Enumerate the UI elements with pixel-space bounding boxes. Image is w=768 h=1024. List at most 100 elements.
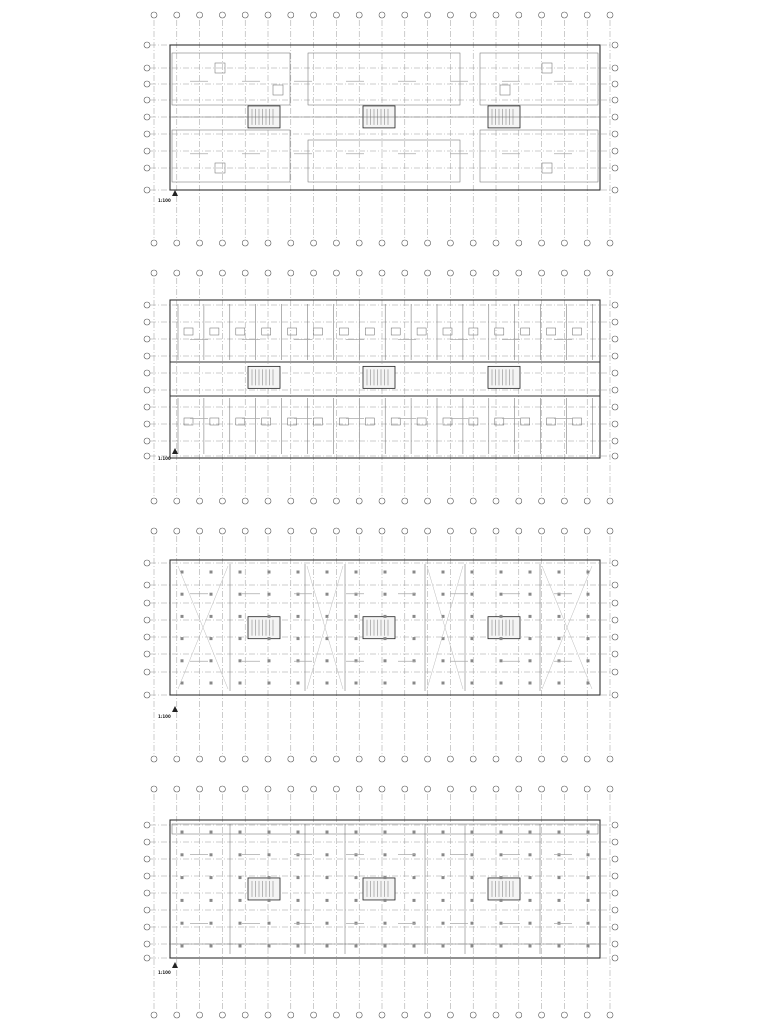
vertical-core <box>247 616 281 640</box>
vertical-core <box>362 616 396 640</box>
structural-column <box>470 637 474 641</box>
bathroom-block <box>209 327 220 336</box>
bathroom-block <box>365 327 375 336</box>
grid-bubble <box>606 11 614 19</box>
structural-column <box>383 830 387 834</box>
grid-bubble <box>143 64 151 72</box>
structural-column <box>238 681 242 685</box>
structural-column <box>528 898 532 902</box>
bathroom-block <box>494 417 505 426</box>
structural-column <box>412 570 416 574</box>
grid-bubble <box>492 269 500 277</box>
grid-bubble <box>469 785 477 793</box>
grid-bubble <box>310 527 317 535</box>
structural-column <box>383 637 387 641</box>
structural-column <box>586 921 590 925</box>
grid-bubble <box>611 821 619 829</box>
structural-column <box>441 921 445 925</box>
grid-bubble <box>150 497 158 505</box>
structural-column <box>238 614 242 618</box>
structural-column <box>209 898 213 902</box>
structural-column <box>180 898 184 902</box>
grid-bubble <box>241 497 249 505</box>
structural-column <box>209 614 213 618</box>
grid-bubble <box>538 527 545 535</box>
bathroom-block <box>572 417 582 426</box>
bathroom-block <box>261 417 271 426</box>
structural-column <box>238 570 242 574</box>
grid-bubble <box>143 923 151 931</box>
structural-column <box>528 830 532 834</box>
grid-bubble <box>287 497 295 505</box>
structural-column <box>528 944 532 948</box>
structural-column <box>499 592 503 596</box>
grid-bubble <box>143 599 151 607</box>
grid-bubble <box>333 269 340 277</box>
grid-bubble <box>583 239 591 247</box>
grid-bubble <box>538 785 545 793</box>
structural-column <box>325 898 329 902</box>
bathroom-block <box>468 327 479 336</box>
structural-column <box>557 637 561 641</box>
grid-bubble <box>401 269 409 277</box>
bathroom-block <box>442 327 453 336</box>
grid-bubble <box>143 668 151 676</box>
grid-bubble <box>143 559 151 567</box>
structural-column <box>586 876 590 880</box>
bathroom-block <box>339 417 349 426</box>
grid-bubble <box>143 616 151 624</box>
roof-zone <box>479 129 599 183</box>
structural-column <box>470 570 474 574</box>
structural-column <box>209 853 213 857</box>
structural-column <box>528 876 532 880</box>
structural-column <box>412 637 416 641</box>
structural-column <box>586 944 590 948</box>
structural-column <box>499 659 503 663</box>
grid-bubble <box>143 452 151 460</box>
grid-bubble <box>143 940 151 948</box>
grid-bubble <box>606 1011 614 1019</box>
grid-bubble <box>355 1011 363 1019</box>
structural-column <box>383 921 387 925</box>
grid-bubble <box>611 386 619 394</box>
grid-bubble <box>492 527 500 535</box>
grid-bubble <box>241 785 249 793</box>
structural-column <box>412 614 416 618</box>
grid-bubble <box>561 11 568 19</box>
grid-bubble <box>469 1011 477 1019</box>
structural-column <box>383 944 387 948</box>
structural-column <box>180 876 184 880</box>
structural-column <box>180 659 184 663</box>
bathroom-block <box>390 327 401 336</box>
grid-bubble <box>333 11 340 19</box>
north-arrow-icon <box>172 448 178 454</box>
grid-bubble <box>611 147 619 155</box>
grid-bubble <box>333 497 340 505</box>
structural-column <box>412 944 416 948</box>
structural-column <box>470 659 474 663</box>
building-outline <box>169 299 601 459</box>
grid-bubble <box>424 11 431 19</box>
grid-bubble <box>515 1011 523 1019</box>
grid-bubble <box>241 527 249 535</box>
vertical-core <box>362 877 396 901</box>
structural-column <box>354 659 358 663</box>
grid-bubble <box>401 527 409 535</box>
grid-bubble <box>515 755 523 763</box>
structural-column <box>499 570 503 574</box>
void-cross <box>541 565 593 690</box>
grid-bubble <box>143 691 151 699</box>
grid-bubble <box>611 352 619 360</box>
grid-bubble <box>196 269 203 277</box>
void-cross <box>306 565 344 690</box>
bathroom-block <box>546 417 556 426</box>
structural-column <box>296 659 300 663</box>
grid-bubble <box>492 755 500 763</box>
structural-column <box>441 898 445 902</box>
structural-column <box>441 944 445 948</box>
structural-column <box>354 614 358 618</box>
structural-column <box>470 898 474 902</box>
grid-bubble <box>355 755 363 763</box>
structural-column <box>209 681 213 685</box>
structural-column <box>441 853 445 857</box>
